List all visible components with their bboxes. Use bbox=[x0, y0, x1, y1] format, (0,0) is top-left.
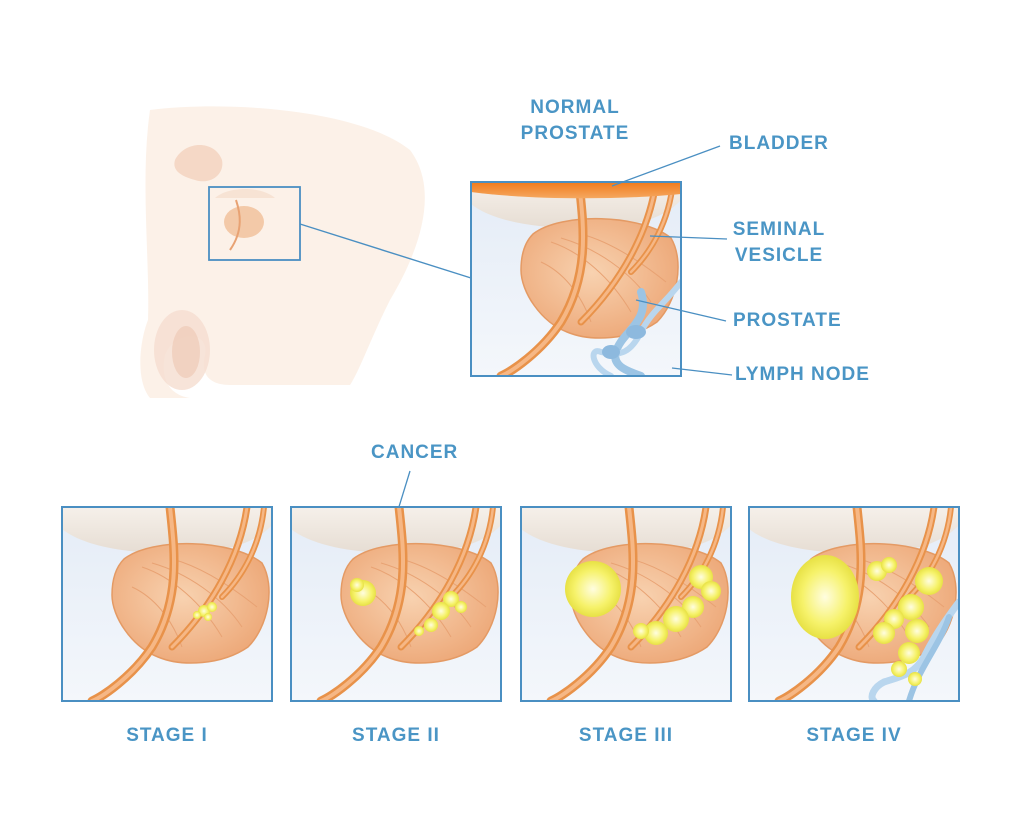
inset-box bbox=[208, 186, 301, 261]
stage-2-label: STAGE II bbox=[352, 725, 440, 746]
stage-4-panel bbox=[748, 506, 960, 702]
normal-prostate-line-2: PROSTATE bbox=[520, 123, 630, 144]
seminal-vesicle-line-1: SEMINAL bbox=[732, 219, 826, 240]
prostate-label: PROSTATE bbox=[733, 310, 842, 331]
normal-prostate-panel bbox=[470, 181, 682, 377]
stage-3-label: STAGE III bbox=[578, 725, 674, 746]
seminal-vesicle-label: SEMINAL VESICLE bbox=[724, 217, 834, 269]
inset-connector-line bbox=[299, 223, 472, 279]
stage-1-label: STAGE I bbox=[126, 725, 208, 746]
stage-2-panel bbox=[290, 506, 502, 702]
stage-4-label: STAGE IV bbox=[806, 725, 902, 746]
normal-prostate-label: NORMAL PROSTATE bbox=[510, 95, 640, 147]
bladder-label: BLADDER bbox=[729, 133, 829, 154]
stage-1-panel bbox=[61, 506, 273, 702]
lymph-node-label: LYMPH NODE bbox=[735, 364, 870, 385]
seminal-vesicle-line-2: VESICLE bbox=[734, 245, 824, 266]
stage-3-panel bbox=[520, 506, 732, 702]
normal-prostate-line-1: NORMAL bbox=[530, 97, 620, 118]
cancer-label: CANCER bbox=[371, 442, 459, 463]
body-silhouette bbox=[140, 106, 425, 399]
